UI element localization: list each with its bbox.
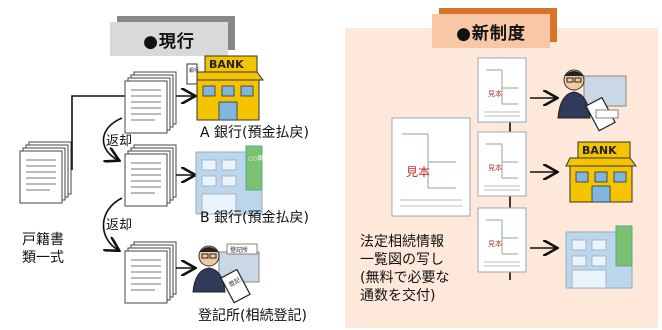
- new-bank-b-building-icon: [565, 225, 633, 289]
- new-bank-a-building-icon: BANK: [565, 141, 637, 203]
- source-label-line-1: 戸籍書: [22, 232, 64, 248]
- distribution-connector: [71, 95, 125, 170]
- return-label-2: 返却: [106, 218, 133, 233]
- registry-office-icon: 登記所 登記: [192, 243, 260, 304]
- certificate-caption-line-4: 通数を交付): [360, 288, 436, 304]
- return-arrow-1: [102, 117, 123, 160]
- return-arrow-2: [102, 197, 123, 250]
- certificate-copy-1-icon: [477, 57, 527, 123]
- new-system-header: ●新制度: [432, 14, 550, 48]
- certificate-caption-line-2: 一覧図の写し: [360, 252, 444, 268]
- family-register-documents-icon: [20, 142, 71, 203]
- registry-label: 登記所(相続登記): [198, 308, 307, 324]
- new-bank-a-sign: BANK: [582, 144, 617, 157]
- documents-to-bank-b-icon: [125, 145, 176, 206]
- current-header: ●現行: [110, 22, 228, 56]
- bank-a-label: A 銀行(預金払戻): [200, 125, 309, 141]
- documents-to-registry-icon: [125, 242, 176, 303]
- bank-b-label: B 銀行(預金払戻): [200, 210, 309, 226]
- bank-a-side-sign: 銀行: [189, 67, 199, 74]
- bank-a-sign: BANK: [209, 58, 244, 71]
- bank-a-building-icon: BANK 銀行: [186, 55, 264, 121]
- registry-sign: 登記所: [230, 246, 248, 254]
- certificate-caption-line-3: (無料で必要な: [360, 270, 450, 286]
- bank-b-sign: ○○銀行: [248, 154, 269, 162]
- new-registry-office-icon: [557, 69, 627, 132]
- large-certificate-stamp: 見本: [406, 165, 430, 179]
- certificate-caption-line-1: 法定相続情報: [360, 234, 444, 250]
- bank-b-building-icon: ○○銀行: [195, 145, 269, 215]
- certificate-large-icon: 見本: [391, 117, 471, 217]
- return-label-1: 返却: [106, 134, 133, 149]
- certificate-copy-3-icon: [477, 207, 527, 273]
- certificate-copy-2-icon: [477, 131, 527, 197]
- documents-to-bank-a-icon: [125, 72, 176, 133]
- source-label-line-2: 類一式: [22, 250, 64, 266]
